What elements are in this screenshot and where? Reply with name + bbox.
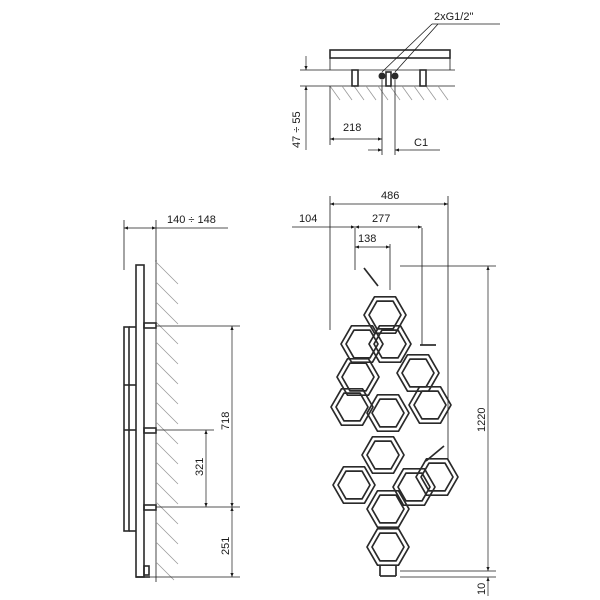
width-277-label: 277 xyxy=(372,213,390,225)
honeycomb-cell xyxy=(345,329,379,359)
height-251-label: 251 xyxy=(220,537,232,555)
height-321-label: 321 xyxy=(194,458,206,476)
side-radiator-front xyxy=(123,326,130,532)
connection-pipe-left xyxy=(378,72,386,80)
honeycomb-cell xyxy=(373,329,407,359)
honeycomb-cell xyxy=(401,358,435,388)
height-718-label: 718 xyxy=(220,412,232,430)
honeycomb-cell xyxy=(337,470,371,500)
honeycomb-cell xyxy=(361,435,405,475)
honeycomb-cell xyxy=(368,324,412,364)
honeycomb-cell xyxy=(330,387,374,427)
honeycomb-cell xyxy=(371,494,405,524)
width-total-label: 486 xyxy=(381,190,399,202)
side-bracket-1 xyxy=(143,322,157,329)
height-total-label: 1220 xyxy=(476,408,488,432)
honeycomb-cell xyxy=(366,393,410,433)
side-bracket-3 xyxy=(143,504,157,511)
c1-label: C1 xyxy=(414,137,428,149)
honeycomb-cell xyxy=(397,472,431,502)
honeycomb-cell xyxy=(420,462,454,492)
honeycomb-cell xyxy=(396,353,440,393)
honeycomb-cell xyxy=(366,527,410,567)
connection-label: 2xG1/2" xyxy=(434,11,473,23)
top-radiator-bar xyxy=(329,49,451,59)
honeycomb-radiator xyxy=(330,295,459,567)
honeycomb-cell xyxy=(408,385,452,425)
top-wall-hatching xyxy=(329,85,449,101)
width-138-label: 138 xyxy=(358,233,376,245)
honeycomb-cell xyxy=(335,392,369,422)
honeycomb-cell xyxy=(413,390,447,420)
side-view: 140 ÷ 148 718 xyxy=(123,214,240,582)
top-bracket-left xyxy=(351,69,359,87)
honeycomb-cell xyxy=(363,295,407,335)
left-offset-label: 104 xyxy=(299,213,317,225)
spacing-218-label: 218 xyxy=(343,122,361,134)
side-radiator-back xyxy=(135,264,145,578)
depth-range-label: 140 ÷ 148 xyxy=(167,214,216,226)
honeycomb-cell xyxy=(340,324,384,364)
honeycomb-cell xyxy=(371,532,405,562)
offset-range-label: 47 ÷ 55 xyxy=(291,111,303,148)
honeycomb-cell xyxy=(332,465,376,505)
connection-pipe-right xyxy=(391,72,399,80)
top-bracket-right xyxy=(419,69,427,87)
side-wall-hatching xyxy=(155,261,179,581)
honeycomb-cell xyxy=(392,467,436,507)
honeycomb-cell xyxy=(366,440,400,470)
honeycomb-cell xyxy=(366,489,410,529)
side-bracket-2 xyxy=(143,427,157,434)
honeycomb-cell xyxy=(336,357,380,397)
honeycomb-cell xyxy=(341,362,375,392)
front-view: 486 104 277 138 1220 10 xyxy=(292,190,496,596)
bottom-gap-label: 10 xyxy=(476,583,488,595)
top-view: 2xG1/2" 47 ÷ 55 218 C1 xyxy=(291,11,500,155)
honeycomb-cell xyxy=(371,398,405,428)
honeycomb-cell xyxy=(368,300,402,330)
honeycomb-cell xyxy=(415,457,459,497)
